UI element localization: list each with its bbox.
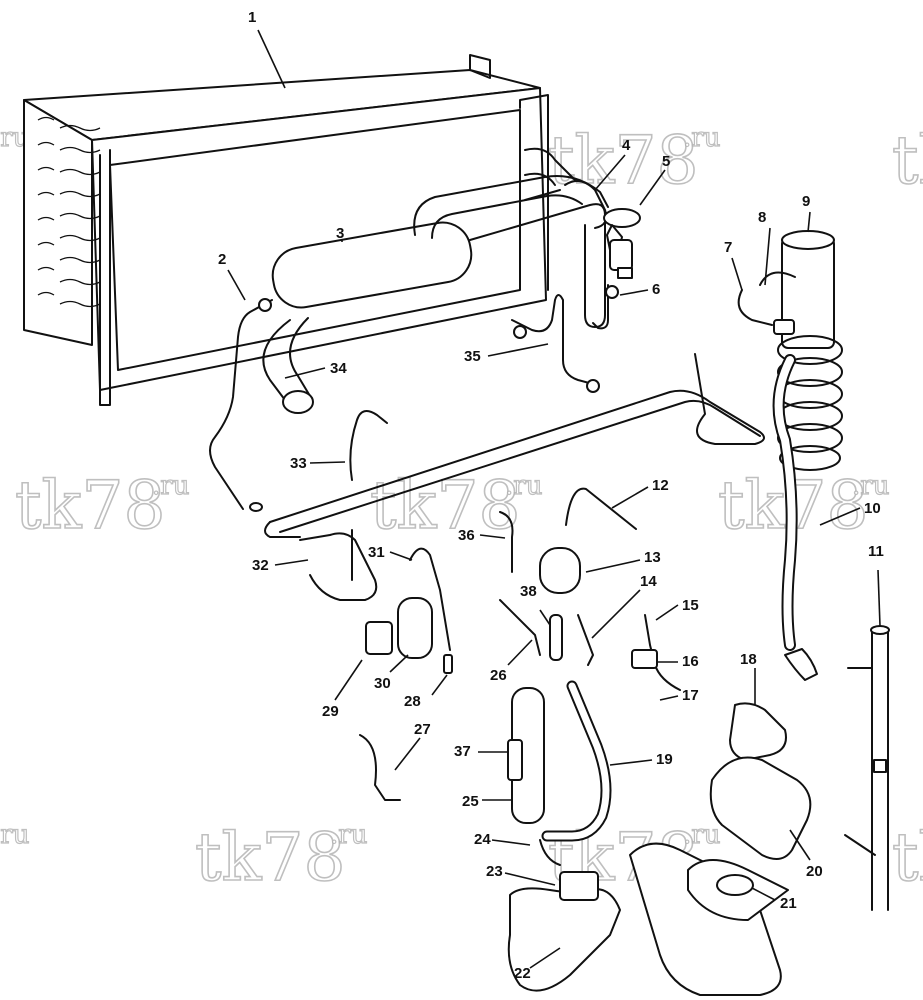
callout-32: 32	[252, 557, 269, 574]
condenser-coil	[23, 54, 576, 406]
fitting-nut	[605, 285, 619, 299]
solenoid-valve	[539, 547, 581, 594]
callout-labels: 1 2 3 4 5 6 7 8 9 10 11 12 13 14 15 16 1…	[218, 9, 884, 982]
callout-15: 15	[682, 597, 699, 614]
callout-23: 23	[486, 863, 503, 880]
callout-29: 29	[322, 703, 339, 720]
pressure-switch	[507, 739, 523, 781]
callout-11: 11	[868, 543, 884, 560]
vertical-tubes	[844, 625, 890, 911]
tube-nut	[513, 325, 527, 339]
small-tube	[349, 410, 388, 481]
callout-6: 6	[652, 281, 660, 298]
callout-13: 13	[644, 549, 661, 566]
expansion-valve	[564, 180, 641, 279]
watermark-suffix: .ru	[330, 820, 367, 850]
callout-10: 10	[864, 500, 881, 517]
watermark-text: tk78	[892, 819, 923, 896]
callout-34: 34	[330, 360, 347, 377]
service-port	[559, 871, 599, 901]
drier-plug	[443, 654, 453, 674]
callout-19: 19	[656, 751, 673, 768]
pump-housing	[709, 756, 812, 860]
gasket-ring	[716, 874, 754, 896]
callout-37: 37	[454, 743, 471, 760]
callout-2: 2	[218, 251, 226, 268]
unloader-valve	[729, 702, 787, 761]
callout-33: 33	[290, 455, 307, 472]
watermark-text: tk78	[892, 122, 923, 199]
callout-35: 35	[464, 348, 481, 365]
callout-3: 3	[336, 225, 344, 242]
watermark-suffix: .ru	[683, 820, 720, 850]
callout-7: 7	[724, 239, 732, 256]
bypass-tube	[499, 599, 541, 656]
frame-tubing	[269, 353, 765, 523]
callout-16: 16	[682, 653, 699, 670]
callout-18: 18	[740, 651, 757, 668]
callout-26: 26	[490, 667, 507, 684]
drier-cap	[365, 621, 393, 655]
frame-tubing	[264, 521, 301, 538]
discharge-fitting	[539, 839, 561, 866]
watermark-suffix: .ru	[152, 471, 189, 501]
watermark-suffix: .ru	[505, 471, 542, 501]
watermark-text: tk78	[195, 819, 346, 896]
service-valve	[631, 649, 658, 669]
callout-9: 9	[802, 193, 810, 210]
callout-20: 20	[806, 863, 823, 880]
watermark-suffix: .ru	[0, 820, 29, 850]
watermark-suffix: .ru	[683, 123, 720, 153]
tube-nut	[586, 379, 600, 393]
valve-fitting	[577, 614, 594, 666]
callout-4: 4	[622, 137, 631, 154]
callout-38: 38	[520, 583, 537, 600]
callout-30: 30	[374, 675, 391, 692]
sensor-tube	[499, 511, 514, 573]
callout-12: 12	[652, 477, 669, 494]
callout-22: 22	[514, 965, 531, 982]
heat-exchanger	[209, 175, 609, 512]
callout-21: 21	[780, 895, 797, 912]
filter-drier	[397, 597, 433, 659]
callout-28: 28	[404, 693, 421, 710]
callout-36: 36	[458, 527, 475, 544]
discharge-hose	[541, 680, 612, 842]
frame-tubing	[279, 399, 761, 533]
pressure-tube	[359, 734, 401, 801]
watermark-text: tk78	[548, 122, 699, 199]
accumulator	[737, 230, 843, 681]
liquid-tube	[511, 294, 594, 385]
callout-31: 31	[368, 544, 385, 561]
bypass-sleeve	[549, 614, 563, 661]
callout-27: 27	[414, 721, 431, 738]
fitting-line	[592, 284, 609, 330]
watermark-suffix: .ru	[852, 471, 889, 501]
watermark-text: tk78	[15, 467, 166, 544]
callout-8: 8	[758, 209, 766, 226]
compressor-head	[507, 887, 621, 992]
drier-line	[409, 547, 451, 651]
callout-17: 17	[682, 687, 699, 704]
bulb-tube	[565, 487, 637, 530]
callout-5: 5	[662, 153, 670, 170]
callout-25: 25	[462, 793, 479, 810]
callout-1: 1	[248, 9, 256, 26]
frame-tubing-lower	[299, 532, 378, 601]
callout-24: 24	[474, 831, 491, 848]
leader-lines	[227, 29, 881, 969]
compressor-body	[629, 842, 782, 996]
callout-14: 14	[640, 573, 657, 590]
